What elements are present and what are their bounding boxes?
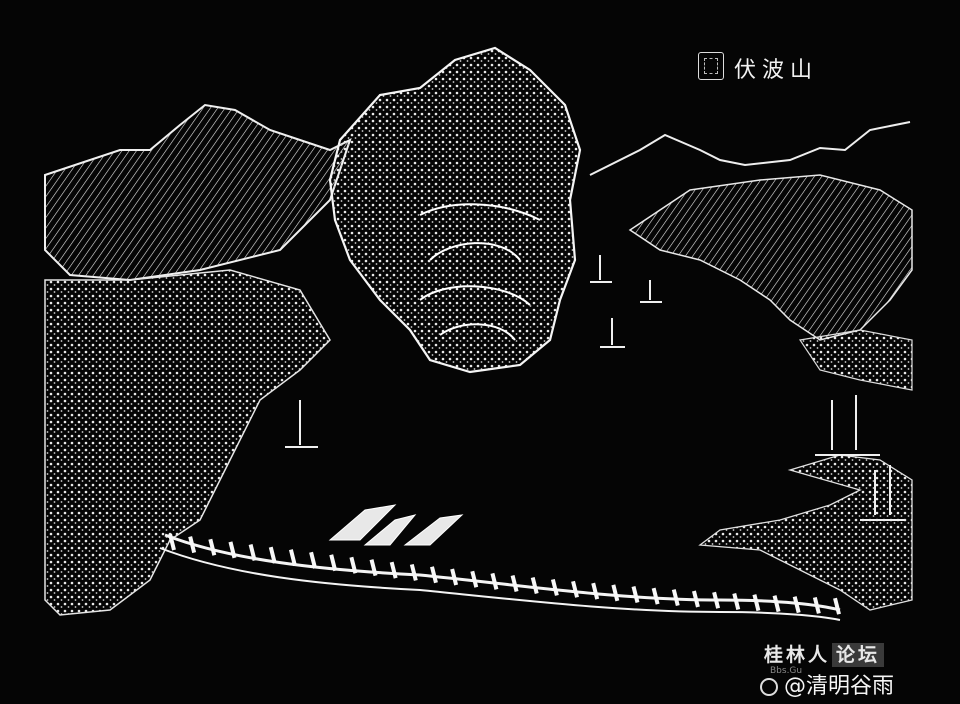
right-shore xyxy=(798,329,913,391)
pontoon xyxy=(430,566,438,584)
author-watermark: @清明谷雨 xyxy=(760,668,894,700)
pontoon xyxy=(490,572,499,590)
bridge-pontoons xyxy=(168,533,841,615)
right-bank-trees xyxy=(628,174,913,341)
pontoon xyxy=(833,597,841,615)
pontoon xyxy=(732,593,741,610)
pontoon xyxy=(812,596,821,614)
pontoon xyxy=(188,536,197,554)
pontoon xyxy=(671,589,680,607)
pontoon xyxy=(510,574,519,592)
forum-watermark: 桂林人论坛 xyxy=(764,640,885,667)
pontoon xyxy=(288,549,297,567)
pontoon xyxy=(389,561,398,579)
pontoon xyxy=(631,586,640,604)
forum-name: 桂林人 xyxy=(764,644,831,666)
rowboats xyxy=(328,504,464,546)
pontoon xyxy=(651,587,660,605)
pontoon xyxy=(228,541,237,559)
pontoon xyxy=(752,594,761,612)
pontoon xyxy=(349,556,358,574)
left-mountain-range xyxy=(44,103,352,282)
pontoon xyxy=(329,554,338,572)
pontoon xyxy=(268,546,277,564)
inscription-title: 伏波山 xyxy=(734,58,819,83)
pontoon-bridge xyxy=(159,533,841,621)
pontoon xyxy=(571,580,579,598)
far-mountain-ridge xyxy=(589,121,911,176)
pontoon xyxy=(409,563,418,581)
pontoon xyxy=(712,591,721,609)
author-handle: @清明谷雨 xyxy=(784,674,895,699)
pontoon xyxy=(369,559,378,577)
sailboats xyxy=(285,255,905,521)
left-town xyxy=(44,269,331,616)
pontoon xyxy=(248,544,257,561)
weibo-icon xyxy=(760,678,778,696)
pontoon xyxy=(168,533,176,551)
pontoon xyxy=(208,538,217,556)
artist-seal-stamp xyxy=(698,52,724,80)
pontoon xyxy=(691,590,700,608)
pontoon xyxy=(470,570,479,588)
pontoon xyxy=(772,595,781,613)
pontoon xyxy=(611,584,620,602)
pontoon xyxy=(530,577,539,594)
hill-contours xyxy=(419,203,541,341)
pontoon xyxy=(450,568,459,586)
pontoon xyxy=(591,582,600,600)
fubo-hill xyxy=(328,46,582,374)
pontoon xyxy=(550,578,559,596)
forum-url: Bbs.Gu xyxy=(770,666,803,676)
pontoon xyxy=(792,596,801,614)
pontoon xyxy=(309,551,318,569)
forum-tag: 论坛 xyxy=(832,643,885,667)
